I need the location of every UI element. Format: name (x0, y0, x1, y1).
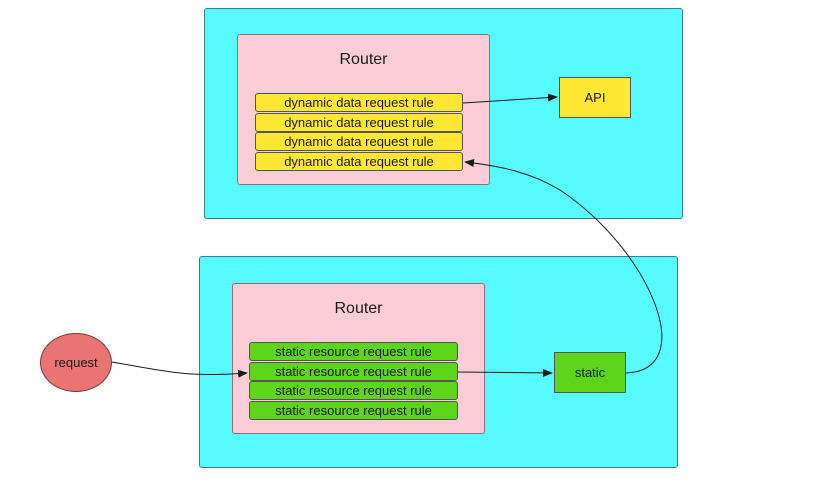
static-rule-1: static resource request rule (249, 342, 458, 361)
static-rule-2: static resource request rule (249, 362, 458, 381)
top-router-title: Router (339, 51, 388, 68)
dynamic-rule-4: dynamic data request rule (255, 152, 463, 171)
dynamic-rule-3: dynamic data request rule (255, 132, 463, 151)
bottom-router-title: Router (334, 300, 383, 317)
static-rule-4: static resource request rule (249, 401, 458, 420)
static-node: static (554, 352, 626, 393)
api-node: API (559, 77, 631, 118)
dynamic-rule-1: dynamic data request rule (255, 93, 463, 112)
static-rule-3: static resource request rule (249, 381, 458, 400)
request-node: request (40, 333, 112, 392)
dynamic-rule-2: dynamic data request rule (255, 113, 463, 132)
